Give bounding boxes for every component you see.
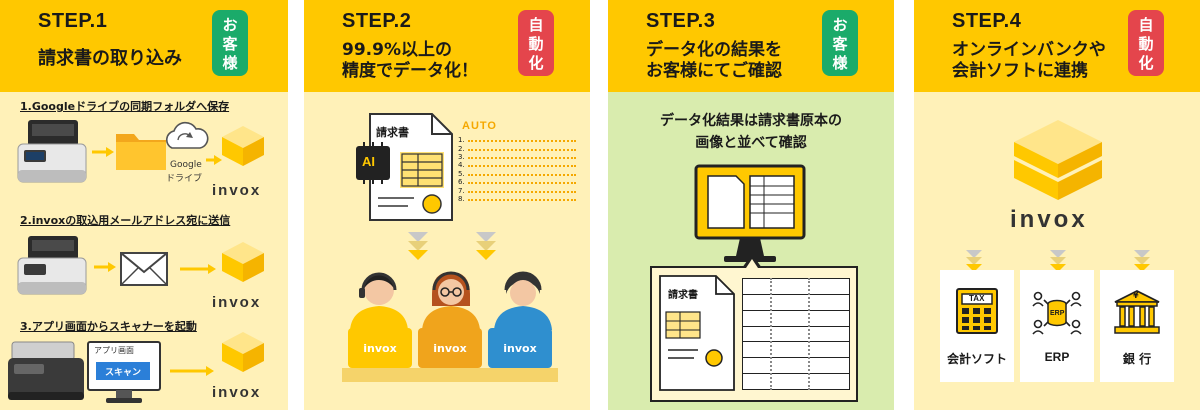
- arrow-right-icon: [206, 155, 222, 165]
- auto-list-row: 8.: [458, 195, 576, 203]
- ai-chip-label: AI: [362, 154, 375, 169]
- down-arrow-icon: [1134, 250, 1150, 272]
- auto-list-row: 4.: [458, 161, 576, 169]
- google-drive-label-1: Google: [170, 160, 202, 170]
- calculator-icon: [956, 288, 998, 334]
- document-scanner-icon: [8, 341, 84, 400]
- step3-title-line2: お客様にてご確認: [646, 61, 782, 81]
- invoice-document-icon: [356, 113, 453, 221]
- table-divider: [808, 278, 810, 390]
- auto-list-row: 1.: [458, 136, 576, 144]
- invox-logo-icon: [222, 126, 264, 166]
- google-drive-label-2: ドライブ: [166, 174, 203, 184]
- auto-label: AUTO: [462, 120, 497, 132]
- step3-caption-line2: 画像と並べて確認: [695, 135, 807, 151]
- table-divider: [770, 278, 772, 390]
- step2-number: STEP.2: [342, 10, 412, 32]
- invox-logo-icon: [222, 242, 264, 282]
- arrow-right-icon: [92, 147, 114, 157]
- arrow-right-icon: [170, 366, 214, 376]
- card-label-accounting-software: 会計ソフト: [946, 352, 1007, 366]
- step1-badge-customer: お客様: [212, 10, 248, 76]
- invoice-label: 請求書: [668, 290, 698, 301]
- step2-title-line1: 99.9%以上の: [342, 40, 452, 60]
- down-arrow-icon: [476, 232, 496, 260]
- step4-title-line2: 会計ソフトに連携: [952, 61, 1088, 81]
- step3-number: STEP.3: [646, 10, 716, 32]
- auto-list-row: 7.: [458, 186, 576, 195]
- folder-icon: [116, 134, 166, 170]
- scanner-icon: [17, 120, 87, 183]
- operator-desk: [342, 368, 558, 382]
- step1-method2-label: 2.invoxの取込用メールアドレス宛に送信: [20, 214, 231, 227]
- card-label-erp: ERP: [1044, 350, 1070, 364]
- step2-panel: STEP.2 99.9%以上の 精度でデータ化！ 自動化 請求書 AI AUTO…: [304, 0, 590, 410]
- invox-brand-3: invox: [212, 384, 262, 401]
- auto-list-row: 2.: [458, 144, 576, 153]
- card-label-bank: 銀 行: [1122, 352, 1152, 366]
- invoice-document-icon: [659, 275, 735, 391]
- erp-icon-label: ERP: [1050, 310, 1065, 317]
- down-arrow-icon: [1050, 250, 1066, 272]
- down-arrow-icon: [408, 232, 428, 260]
- step1-method3-label: 3.アプリ画面からスキャナーを起動: [20, 320, 197, 333]
- invox-logo-icon: [1014, 120, 1102, 200]
- auto-list: 1. 2. 3. 4. 5. 6. 7. 8.: [458, 136, 576, 203]
- yen-label: ¥: [1133, 291, 1139, 300]
- invoice-label: 請求書: [376, 126, 409, 139]
- invox-brand-1: invox: [212, 182, 262, 199]
- step1-panel: STEP.1 請求書の取り込み お客様 1.Googleドライブの同期フォルダへ…: [0, 0, 288, 410]
- auto-list-row: 5.: [458, 170, 576, 178]
- step4-badge-automation: 自動化: [1128, 10, 1164, 76]
- step2-badge-automation: 自動化: [518, 10, 554, 76]
- step1-title: 請求書の取り込み: [38, 48, 182, 69]
- operator-laptop: invox: [348, 328, 412, 368]
- step4-number: STEP.4: [952, 10, 1022, 32]
- step1-method1-label: 1.Googleドライブの同期フォルダへ保存: [20, 100, 230, 113]
- auto-list-row: 3.: [458, 153, 576, 161]
- tax-label: TAX: [969, 294, 985, 303]
- step3-panel: STEP.3 データ化の結果を お客様にてご確認 お客様 データ化結果は請求書原…: [608, 0, 894, 410]
- operator-laptop: invox: [418, 328, 482, 368]
- monitor-icon: [694, 164, 806, 262]
- operator-person-icon: [350, 272, 408, 330]
- step3-caption-line1: データ化結果は請求書原本の: [660, 113, 842, 129]
- scanner-icon: [17, 236, 87, 295]
- step4-panel: STEP.4 オンラインバンクや 会計ソフトに連携 自動化 invox TAX: [914, 0, 1200, 410]
- step3-badge-customer: お客様: [822, 10, 858, 76]
- step2-title-line2: 精度でデータ化！: [342, 61, 478, 81]
- operator-person-icon: [494, 271, 552, 330]
- invox-brand: invox: [1010, 206, 1088, 233]
- app-screen-label: アプリ画面: [94, 346, 134, 355]
- step3-title-line1: データ化の結果を: [646, 40, 782, 60]
- arrow-right-icon: [180, 264, 216, 274]
- operator-laptop: invox: [488, 328, 552, 368]
- operator-person-icon: [422, 271, 480, 330]
- auto-list-row: 6.: [458, 178, 576, 186]
- invox-logo-icon: [222, 332, 264, 372]
- step4-title-line1: オンラインバンクや: [952, 40, 1106, 60]
- invox-brand-2: invox: [212, 294, 262, 311]
- step1-number: STEP.1: [38, 10, 108, 32]
- arrow-right-icon: [94, 262, 116, 272]
- erp-network-icon: [1032, 291, 1082, 335]
- scan-button[interactable]: スキャン: [96, 362, 150, 380]
- bank-card: [1100, 270, 1174, 382]
- mail-envelope-icon: [120, 252, 168, 286]
- down-arrow-icon: [966, 250, 982, 272]
- data-result-table: [742, 278, 850, 390]
- bank-building-icon: [1114, 289, 1160, 334]
- cloud-sync-icon: [166, 121, 209, 149]
- zoom-pointer: [742, 254, 762, 268]
